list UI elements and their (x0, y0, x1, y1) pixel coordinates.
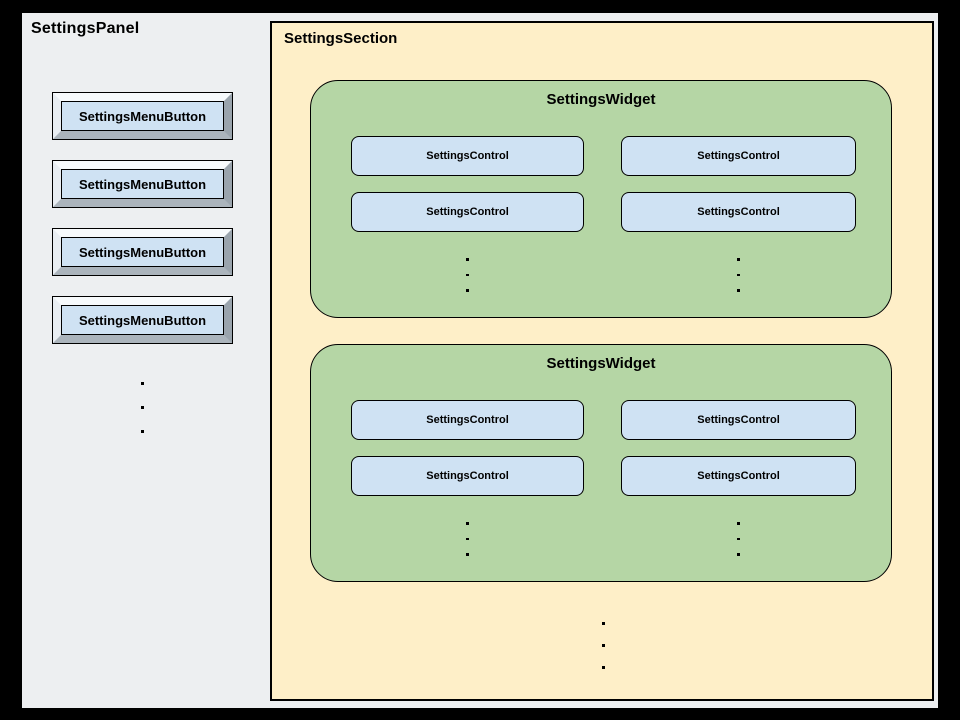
dot (737, 273, 740, 276)
vertical-ellipsis-icon (737, 522, 740, 569)
settings-control-label: SettingsControl (426, 470, 509, 482)
dot (141, 430, 144, 433)
dot (602, 622, 605, 625)
settings-widget-1: SettingsWidget SettingsControl SettingsC… (310, 80, 892, 318)
settings-widget-title: SettingsWidget (546, 355, 656, 372)
button-bevel: SettingsMenuButton (53, 229, 232, 275)
settings-control-button[interactable]: SettingsControl (351, 136, 584, 176)
dot (466, 289, 469, 292)
dot (737, 289, 740, 292)
dot (466, 522, 469, 525)
dot (466, 258, 469, 261)
button-bevel: SettingsMenuButton (53, 161, 232, 207)
settings-menu-button-3[interactable]: SettingsMenuButton (52, 228, 233, 276)
settings-control-label: SettingsControl (426, 150, 509, 162)
settings-widget-2: SettingsWidget SettingsControl SettingsC… (310, 344, 892, 582)
dot (602, 644, 605, 647)
settings-control-button[interactable]: SettingsControl (621, 456, 856, 496)
vertical-ellipsis-icon (141, 382, 144, 454)
menu-button-label: SettingsMenuButton (61, 237, 224, 267)
settings-control-button[interactable]: SettingsControl (621, 192, 856, 232)
settings-control-label: SettingsControl (697, 414, 780, 426)
dot (466, 537, 469, 540)
settings-control-label: SettingsControl (426, 206, 509, 218)
settings-panel: SettingsPanel SettingsMenuButton Setting… (22, 13, 938, 708)
settings-control-label: SettingsControl (697, 470, 780, 482)
menu-button-label: SettingsMenuButton (61, 169, 224, 199)
settings-control-label: SettingsControl (697, 150, 780, 162)
settings-section: SettingsSection SettingsWidget SettingsC… (270, 21, 934, 701)
dot (737, 258, 740, 261)
settings-control-label: SettingsControl (697, 206, 780, 218)
settings-control-button[interactable]: SettingsControl (621, 136, 856, 176)
settings-menu-button-2[interactable]: SettingsMenuButton (52, 160, 233, 208)
settings-menu-button-1[interactable]: SettingsMenuButton (52, 92, 233, 140)
dot (602, 666, 605, 669)
settings-menu-button-4[interactable]: SettingsMenuButton (52, 296, 233, 344)
settings-section-title: SettingsSection (284, 30, 398, 47)
button-bevel: SettingsMenuButton (53, 297, 232, 343)
button-bevel: SettingsMenuButton (53, 93, 232, 139)
settings-control-button[interactable]: SettingsControl (351, 400, 584, 440)
vertical-ellipsis-icon (466, 258, 469, 305)
dot (466, 553, 469, 556)
settings-widget-title: SettingsWidget (546, 91, 656, 108)
dot (737, 537, 740, 540)
settings-panel-title: SettingsPanel (31, 20, 140, 37)
dot (141, 382, 144, 385)
vertical-ellipsis-icon (466, 522, 469, 569)
settings-control-label: SettingsControl (426, 414, 509, 426)
dot (141, 406, 144, 409)
menu-button-label: SettingsMenuButton (61, 305, 224, 335)
settings-control-button[interactable]: SettingsControl (351, 456, 584, 496)
vertical-ellipsis-icon (602, 622, 605, 688)
settings-control-button[interactable]: SettingsControl (621, 400, 856, 440)
dot (466, 273, 469, 276)
settings-control-button[interactable]: SettingsControl (351, 192, 584, 232)
menu-button-label: SettingsMenuButton (61, 101, 224, 131)
dot (737, 522, 740, 525)
vertical-ellipsis-icon (737, 258, 740, 305)
dot (737, 553, 740, 556)
